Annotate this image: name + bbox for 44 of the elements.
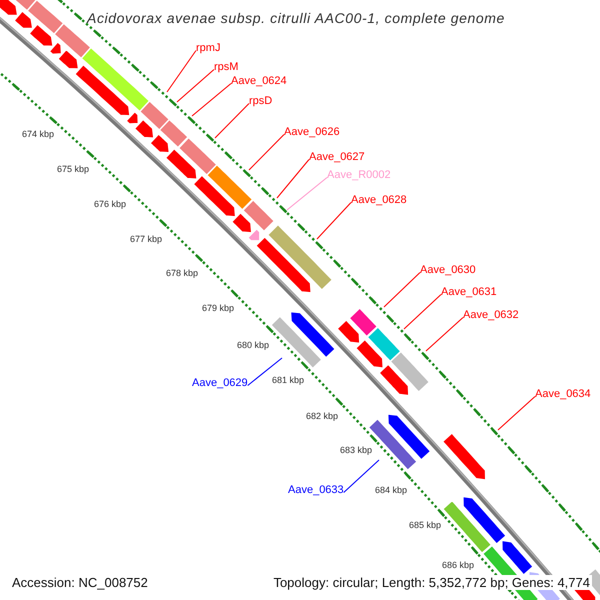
leader-line xyxy=(426,317,464,352)
gene-label: Aave_R0002 xyxy=(327,170,391,181)
diagram-title: Acidovorax avenae subsp. citrulli AAC00-1, complete genome xyxy=(87,11,505,25)
tick-label: 686 kbp xyxy=(442,561,474,570)
tick-label: 685 kbp xyxy=(409,521,442,530)
gene-label: Aave_0633 xyxy=(288,485,344,496)
tick-label: 678 kbp xyxy=(166,269,198,278)
leader-line xyxy=(286,177,328,210)
gene-label: rpsD xyxy=(249,96,272,107)
leader-line xyxy=(247,358,282,386)
gene-label: Aave_0629 xyxy=(192,378,248,389)
gene-label: Aave_0628 xyxy=(351,195,407,206)
gene-label: Aave_0624 xyxy=(231,76,287,87)
gene-label: Aave_0632 xyxy=(463,310,519,321)
leader-line xyxy=(384,272,420,308)
leader-line xyxy=(498,396,536,430)
gene-label: rpmJ xyxy=(196,43,220,54)
leader-line xyxy=(176,69,214,102)
leader-line xyxy=(248,134,284,170)
leader-line xyxy=(276,159,310,198)
tick-label: 674 kbp xyxy=(22,130,54,139)
gene-label: Aave_0627 xyxy=(309,152,365,163)
leader-line xyxy=(166,50,196,92)
accession-text: Accession: NC_008752 xyxy=(10,575,150,590)
tick-label: 683 kbp xyxy=(340,446,372,455)
leader-line xyxy=(316,202,352,240)
leader-line xyxy=(214,103,250,138)
tick-label: 677 kbp xyxy=(130,235,162,244)
genome-summary-text: Topology: circular; Length: 5,352,772 bp; Genes: 4,774 xyxy=(271,575,592,590)
leader-line xyxy=(343,460,380,493)
tick-label: 675 kbp xyxy=(57,165,90,174)
tick-label: 684 kbp xyxy=(375,486,408,495)
gene-label: Aave_0630 xyxy=(420,265,476,276)
gene-label: rpsM xyxy=(214,62,238,73)
tick-label: 676 kbp xyxy=(94,200,126,209)
tick-label: 679 kbp xyxy=(202,304,234,313)
leader-line xyxy=(404,294,442,330)
gene-label: Aave_0626 xyxy=(284,127,340,138)
tick-label: 682 kbp xyxy=(306,412,338,421)
tick-label: 681 kbp xyxy=(272,376,304,385)
tick-label: 680 kbp xyxy=(237,341,270,350)
leader-line xyxy=(192,83,232,116)
gene-label: Aave_0634 xyxy=(535,389,591,400)
gene-label: Aave_0631 xyxy=(441,287,497,298)
